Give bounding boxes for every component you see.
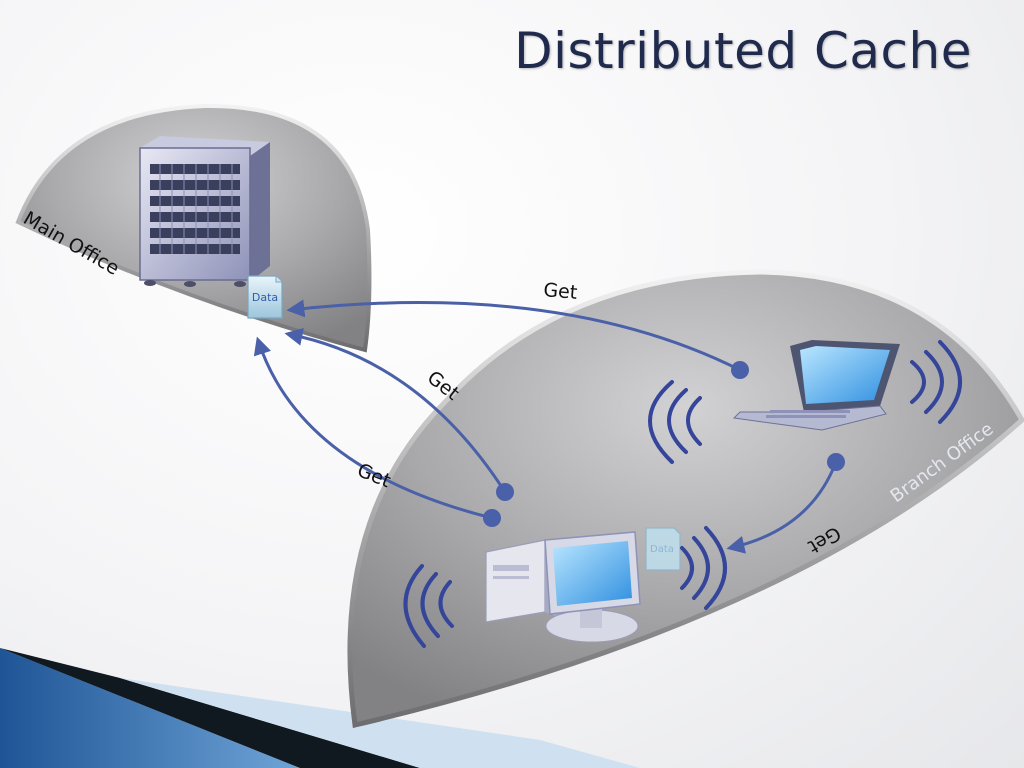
- arrow-start-dots: [483, 361, 845, 527]
- desktop-left-wifi-waves: [403, 564, 454, 648]
- get-arrow-branch-upper-to-main: [284, 327, 507, 493]
- laptop-icon: [732, 340, 900, 431]
- branch-office-dome: [347, 269, 1024, 729]
- get-label-1: Get: [543, 279, 579, 304]
- server-icon: [139, 136, 270, 287]
- get-arrow-laptop-to-main: [286, 299, 741, 372]
- cached-data-document-icon: [645, 527, 681, 571]
- data-document-label: Data: [252, 291, 278, 304]
- desktop-right-wifi-waves: [680, 526, 727, 610]
- get-arrow-laptop-to-desktop: [726, 461, 838, 554]
- get-arrows: [253, 299, 838, 554]
- data-document-icon: [247, 275, 283, 319]
- cached-data-document-label: Data: [650, 544, 674, 555]
- laptop-right-wifi-waves: [910, 340, 962, 424]
- desktop-computer-icon: [485, 531, 641, 643]
- laptop-left-wifi-waves: [648, 380, 702, 464]
- decorative-corner-band: [0, 648, 640, 768]
- get-arrow-branch-lower-to-main: [253, 336, 493, 520]
- slide-title: Distributed Cache: [514, 22, 972, 80]
